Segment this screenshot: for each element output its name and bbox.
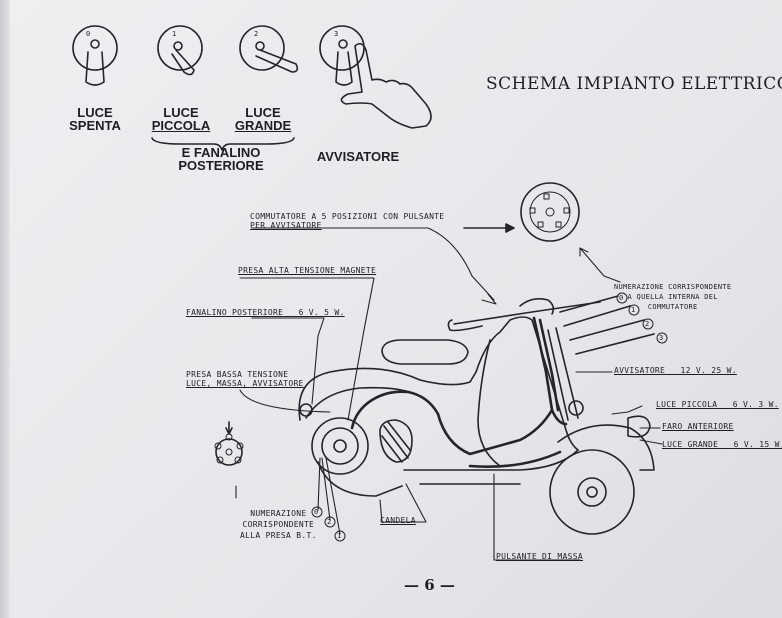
callout-avvisatore: AVVISATORE 12 V. 25 W.: [614, 366, 737, 375]
switch-label-fanalino-posteriore: E FANALINO POSTERIORE: [166, 146, 276, 172]
switch-dial-avvisatore: [319, 25, 365, 86]
switch-label-luce-spenta-line2: SPENTA: [69, 118, 121, 133]
switch-dial-luce-piccola: [157, 25, 203, 76]
dial-number-2: 2: [254, 30, 259, 38]
callout-presa-alta-tensione: PRESA ALTA TENSIONE MAGNETE: [238, 266, 377, 275]
callout-numerazione-presa-bt: NUMERAZIONE CORRISPONDENTE ALLA PRESA B.…: [240, 508, 317, 541]
switch-label-luce-piccola: LUCE PICCOLA: [146, 106, 216, 132]
wire-number-0: 0: [619, 294, 624, 302]
callout-numerazione-left-line1: NUMERAZIONE: [250, 509, 307, 518]
switch-label-avvisatore: AVVISATORE: [312, 150, 404, 163]
callout-candela: CANDELA: [380, 516, 416, 525]
switch-label-luce-grande-line1: LUCE: [245, 105, 281, 120]
switch-label-luce-grande-line2: GRANDE: [234, 118, 292, 133]
wire-number-2: 2: [645, 320, 650, 328]
callout-commutatore: COMMUTATORE A 5 POSIZIONI CON PULSANTE P…: [250, 212, 444, 230]
bassa-tensione-socket-detail: [214, 421, 244, 466]
wire-number-1: 1: [631, 306, 636, 314]
switch-label-luce-spenta-line1: LUCE: [77, 105, 113, 120]
switch-dial-luce-spenta: [72, 25, 118, 86]
callout-numerazione-commutatore: NUMERAZIONE CORRISPONDENTE A QUELLA INTE…: [614, 282, 731, 312]
switch-label-luce-piccola-line2: PICCOLA: [151, 118, 211, 133]
socket-wire-number-1: 1: [337, 532, 342, 540]
callout-luce-grande: LUCE GRANDE 6 V. 15 W.: [662, 440, 782, 449]
callout-commutatore-line2: PER AVVISATORE: [250, 221, 322, 230]
dial-number-3: 3: [334, 30, 339, 38]
page-binding-edge: [0, 0, 10, 618]
callout-luce-piccola-rating: 6 V. 3 W.: [732, 400, 779, 409]
callout-presa-bassa-line2: LUCE, MASSA, AVVISATORE: [186, 379, 304, 388]
leader-lines: [235, 227, 663, 561]
callout-pulsante-di-massa: PULSANTE DI MASSA: [496, 552, 583, 561]
callout-presa-bassa-tensione: PRESA BASSA TENSIONE LUCE, MASSA, AVVISA…: [186, 370, 304, 388]
switch-label-luce-spenta: LUCE SPENTA: [62, 106, 128, 132]
commutatore-detail-circle: [520, 182, 580, 242]
callout-avvisatore-rating: 12 V. 25 W.: [680, 366, 737, 375]
hand-pressing-icon: [340, 42, 432, 129]
socket-wire-number-2: 2: [327, 518, 332, 526]
page-number: — 6 —: [404, 576, 455, 594]
switch-label-luce-grande: LUCE GRANDE: [228, 106, 298, 132]
callout-luce-grande-rating: 6 V. 15 W.: [733, 440, 782, 449]
callout-numerazione-right-line1: NUMERAZIONE CORRISPONDENTE: [614, 283, 732, 291]
switch-label-fanalino-line1: E FANALINO: [181, 145, 261, 160]
callout-luce-piccola: LUCE PICCOLA 6 V. 3 W.: [656, 400, 779, 409]
dial-number-1: 1: [172, 30, 177, 38]
brace-lights-group: [151, 137, 295, 151]
switch-label-luce-piccola-line1: LUCE: [163, 105, 199, 120]
callout-fanalino-posteriore: FANALINO POSTERIORE 6 V. 5 W.: [186, 308, 345, 317]
wire-number-3: 3: [659, 334, 664, 342]
switch-label-fanalino-line2: POSTERIORE: [178, 158, 264, 173]
callout-numerazione-left-line2: CORRISPONDENTE: [242, 520, 315, 529]
switch-label-avvisatore-line1: AVVISATORE: [316, 149, 400, 164]
callout-luce-piccola-label: LUCE PICCOLA: [656, 400, 718, 409]
callout-commutatore-line1: COMMUTATORE A 5 POSIZIONI CON PULSANTE: [250, 212, 445, 221]
callout-presa-bassa-line1: PRESA BASSA TENSIONE: [186, 370, 289, 379]
page-title: SCHEMA IMPIANTO ELETTRICO: [486, 74, 782, 94]
callout-fanalino-label: FANALINO POSTERIORE: [186, 308, 284, 317]
dial-number-0: 0: [86, 30, 91, 38]
callout-numerazione-left-line3: ALLA PRESA B.T.: [240, 531, 317, 540]
callout-numerazione-right-line3: COMMUTATORE: [647, 303, 698, 311]
callout-faro-anteriore: FARO ANTERIORE: [662, 422, 734, 431]
callout-numerazione-right-line2: A QUELLA INTERNA DEL: [627, 293, 718, 301]
callout-luce-grande-label: LUCE GRANDE: [662, 440, 719, 449]
wire-number-circles: [311, 292, 668, 542]
socket-wire-number-0: 0: [314, 508, 319, 516]
callout-fanalino-rating: 6 V. 5 W.: [298, 308, 345, 317]
wiring-harness: [350, 316, 568, 469]
callout-avvisatore-label: AVVISATORE: [614, 366, 666, 375]
switch-dial-luce-grande: [239, 25, 299, 73]
scooter-drawing: [298, 295, 655, 535]
